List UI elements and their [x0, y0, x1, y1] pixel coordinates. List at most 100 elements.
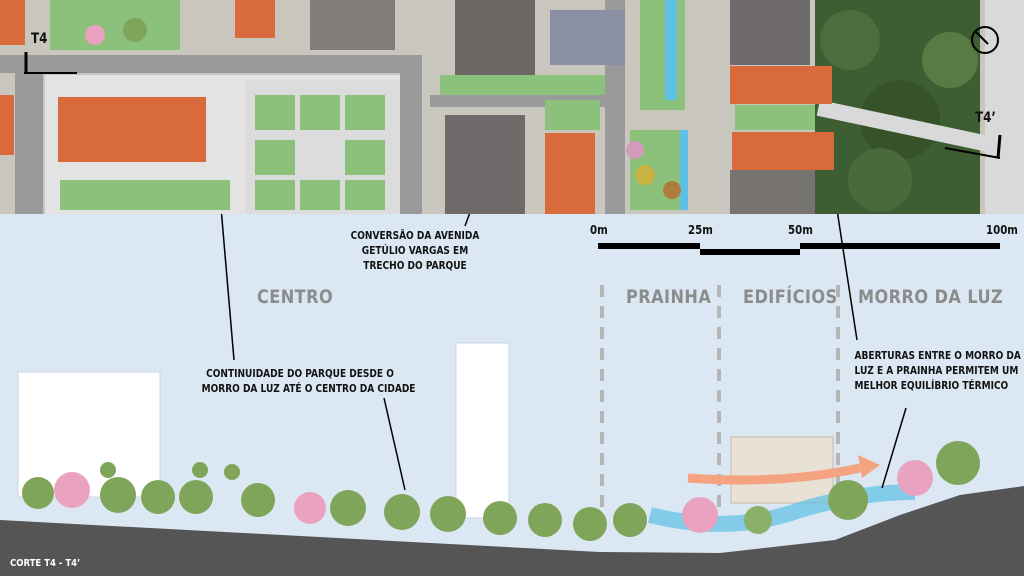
annotation-line: CONVERSÃO DA AVENIDA: [350, 229, 480, 242]
annotation-line: LUZ E A PRAINHA PERMITEM UM: [854, 364, 1019, 377]
zone-label-centro: CENTRO: [257, 286, 334, 308]
leader-line: [881, 407, 907, 489]
annotation-line: MELHOR EQUILÍBRIO TÉRMICO: [854, 379, 1009, 392]
section-tree: [897, 460, 933, 496]
plan-tree: [626, 141, 644, 159]
section-tree: [613, 503, 647, 537]
ground-profile: [0, 486, 1024, 576]
thermal-airflow-arrow: [687, 463, 861, 485]
section-tree: [828, 480, 868, 520]
annotation-avenue: CONVERSÃO DA AVENIDA GETÚLIO VARGAS EM T…: [335, 228, 495, 273]
forest-canopy: [848, 148, 912, 212]
plan-tree: [663, 181, 681, 199]
plan-roof-dark: [730, 0, 810, 65]
plan-roof-dark: [0, 95, 14, 155]
section-marker-t4: [24, 52, 77, 74]
background-tower: [455, 342, 510, 519]
annotation-line: CONTINUIDADE DO PARQUE DESDE O: [206, 367, 394, 380]
background-building: [17, 371, 161, 498]
lawn: [345, 180, 385, 210]
zone-label-prainha: PRAINHA: [626, 286, 712, 308]
plan-roof-orange: [0, 0, 25, 45]
plan-roof-orange: [58, 97, 206, 162]
cross-section: [0, 214, 1024, 576]
section-tree: [682, 497, 718, 533]
section-marker-label-end: T4’: [975, 110, 996, 126]
section-tree: [936, 441, 980, 485]
section-tree: [330, 490, 366, 526]
plan-road: [816, 100, 1016, 158]
section-tree: [483, 501, 517, 535]
plan-tree: [635, 165, 655, 185]
annotation-line: TRECHO DO PARQUE: [363, 259, 467, 272]
lawn: [60, 180, 230, 210]
scale-tick-50m: 50m: [788, 223, 813, 237]
lawn: [255, 95, 295, 130]
annotation-line: MORRO DA LUZ ATÉ O CENTRO DA CIDADE: [201, 382, 416, 395]
plan-tree: [123, 18, 147, 42]
section-tree: [573, 507, 607, 541]
plan-roof-dark: [455, 0, 535, 75]
plan-roof-dark: [730, 170, 815, 214]
marker-line: [944, 147, 1001, 159]
section-tree: [744, 506, 772, 534]
section-tree: [528, 503, 562, 537]
lawn: [345, 140, 385, 175]
section-trees: [22, 441, 980, 541]
lawn: [255, 140, 295, 175]
plan-road: [0, 55, 420, 73]
plan-roof-orange: [732, 132, 834, 170]
section-marker-label-start: T4: [31, 31, 48, 47]
lawn: [255, 180, 295, 210]
section-tree: [384, 494, 420, 530]
section-tree: [241, 483, 275, 517]
annotation-park: CONTINUIDADE DO PARQUE DESDE O MORRO DA …: [180, 366, 420, 396]
section-tree: [22, 477, 54, 509]
plan-roof-orange: [235, 0, 275, 38]
plan-roof-dark: [445, 115, 525, 214]
plan-tree: [85, 25, 105, 45]
scale-bar-segment: [700, 249, 800, 255]
aerial-site-plan: [0, 0, 1024, 214]
thermal-airflow-arrowhead: [858, 455, 880, 478]
plan-roof-dark: [550, 10, 625, 65]
forest-canopy: [922, 32, 978, 88]
plan-road: [400, 55, 422, 214]
section-tree: [54, 472, 90, 508]
lawn: [300, 95, 340, 130]
plan-roof-dark: [310, 0, 395, 50]
zone-label-morro-da-luz: MORRO DA LUZ: [858, 286, 1004, 308]
annotation-line: GETÚLIO VARGAS EM: [361, 244, 469, 257]
lawn: [345, 95, 385, 130]
section-tree: [430, 496, 466, 532]
forest-canopy: [820, 10, 880, 70]
scale-tick-100m: 100m: [986, 223, 1018, 237]
marker-line: [996, 134, 1002, 159]
annotation-line: ABERTURAS ENTRE O MORRO DA: [854, 349, 1021, 362]
section-tree: [192, 462, 208, 478]
plan-road: [15, 70, 43, 214]
plan-roof-orange: [545, 133, 595, 214]
leader-line: [836, 214, 858, 341]
scale-bar-segment: [598, 243, 700, 249]
scale-bar: [598, 243, 1000, 255]
section-tree: [100, 462, 116, 478]
section-tree: [224, 464, 240, 480]
section-tree: [100, 477, 136, 513]
section-marker-t4-prime: [944, 134, 1002, 159]
section-tree: [141, 480, 175, 514]
water-channel: [680, 130, 688, 210]
annotation-openings: ABERTURAS ENTRE O MORRO DA LUZ E A PRAIN…: [838, 348, 1022, 393]
scale-tick-0m: 0m: [590, 223, 608, 237]
section-title: CORTE T4 - T4’: [10, 558, 81, 569]
section-tree: [294, 492, 326, 524]
zone-label-edificios: EDIFÍCIOS: [743, 286, 838, 308]
north-arrow-icon: [971, 26, 999, 54]
lawn: [50, 0, 180, 50]
plan-road: [985, 0, 1024, 214]
lawn: [440, 75, 605, 95]
plan-roof-orange: [730, 66, 832, 104]
section-tree: [179, 480, 213, 514]
lawn: [640, 0, 685, 110]
